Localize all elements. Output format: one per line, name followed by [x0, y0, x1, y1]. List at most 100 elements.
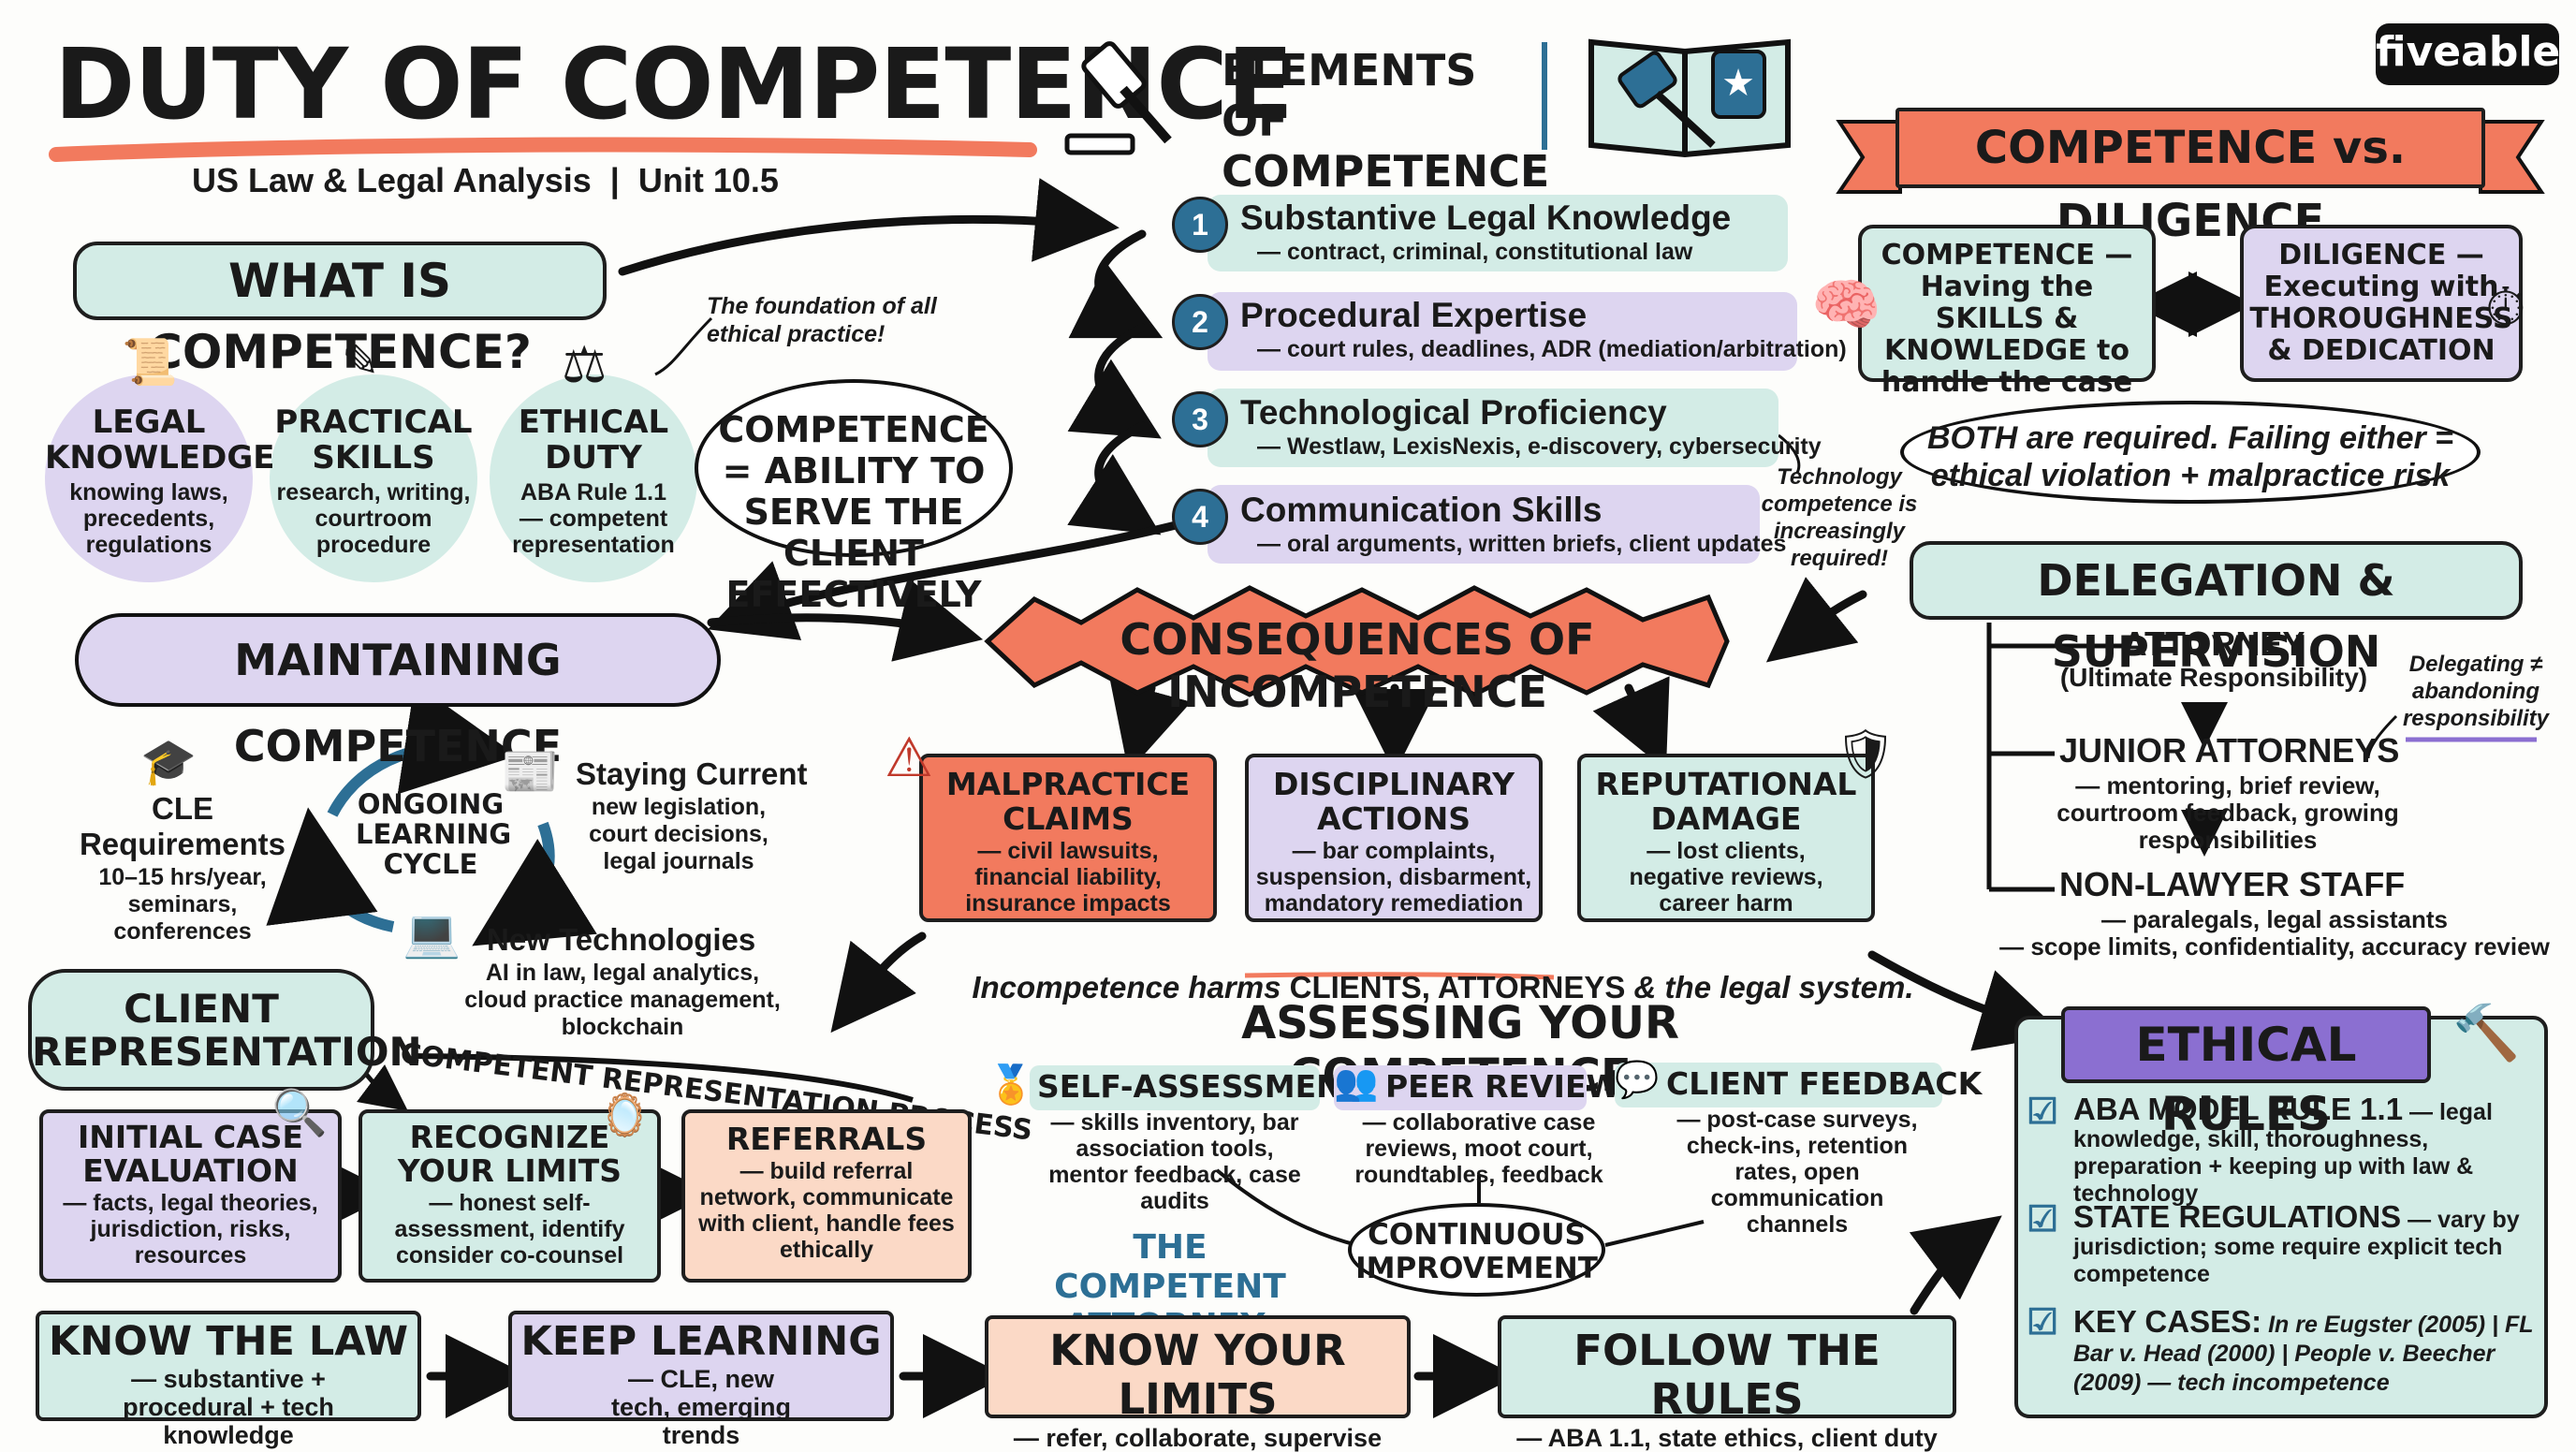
both-required-bubble: BOTH are required. Failing either = ethi… [1900, 401, 2481, 504]
reputational-title: REPUTATIONAL DAMAGE [1595, 766, 1857, 837]
know-your-limits-title: KNOW YOUR LIMITS [1049, 1326, 1346, 1424]
follow-the-rules-desc: — ABA 1.1, state ethics, client duty [1516, 1424, 1938, 1452]
referrals-desc: — build referral network, communicate wi… [698, 1158, 955, 1263]
diligence-card-text: DILIGENCE — Executing with THOROUGHNESS … [2249, 239, 2513, 367]
magnifier-icon: 🔍 [271, 1089, 328, 1138]
keep-learning-box: KEEP LEARNING — CLE, new tech, emerging … [508, 1311, 894, 1449]
follow-the-rules-box: FOLLOW THE RULES — ABA 1.1, state ethics… [1498, 1315, 1956, 1452]
element-4-number: 4 [1172, 489, 1228, 545]
know-the-law-title: KNOW THE LAW [48, 1318, 409, 1365]
elements-header: ELEMENTS OF COMPETENCE [1222, 45, 1550, 197]
cle-desc: 10–15 hrs/year, seminars, conferences [98, 864, 267, 945]
ethical-duty-title: ETHICAL DUTY [518, 403, 669, 477]
comp-vs-dil-banner: COMPETENCE vs. DILIGENCE [1895, 108, 2485, 247]
harm-statement: Incompetence harms CLIENTS, ATTORNEYS & … [955, 934, 1914, 1005]
junior-title: JUNIOR ATTORNEYS [2059, 731, 2400, 770]
new-tech-desc-line1: AI in law, legal analytics, [485, 960, 760, 986]
newspaper-icon: 📰 [501, 745, 560, 798]
competence-definition: COMPETENCE = ABILITY TO SERVE THE CLIENT… [718, 409, 989, 615]
malpractice-desc: — civil lawsuits, financial liability, i… [965, 838, 1171, 917]
self-assessment-tag [1030, 1065, 1320, 1110]
award-badge-icon: 🏅 [988, 1064, 1034, 1106]
laptop-icon: 💻 [402, 907, 461, 960]
staying-current-desc: new legislation, court decisions, legal … [589, 794, 768, 874]
client-feedback-title: CLIENT FEEDBACK [1666, 1065, 1983, 1102]
gavel-icon [1064, 41, 1172, 155]
staff-desc-line2: — scope limits, confidentiality, accurac… [1999, 932, 2550, 961]
element-4-box [1208, 485, 1760, 564]
legal-knowledge-item: LEGAL KNOWLEDGE knowing laws, precedents… [45, 404, 274, 558]
initial-evaluation-title: INITIAL CASE EVALUATION [77, 1119, 304, 1189]
rule2-title: STATE REGULATIONS [2073, 1199, 2402, 1234]
element-2-desc: — court rules, deadlines, ADR (mediation… [1257, 336, 1847, 362]
legal-knowledge-circle [45, 374, 253, 582]
diligence-card: DILIGENCE — Executing with THOROUGHNESS … [2240, 225, 2523, 382]
legal-knowledge-desc: knowing laws, precedents, regulations [69, 479, 228, 558]
continuous-improvement-oval: CONTINUOUS IMPROVEMENT [1348, 1203, 1605, 1297]
purple-gavel-icon: 🔨 [2452, 1003, 2521, 1063]
ethical-duty-desc: ABA Rule 1.1 — competent representation [512, 479, 675, 558]
element-4-title: Communication Skills [1240, 491, 1603, 529]
graduation-cap-icon: 🎓 [140, 738, 197, 787]
brain-icon: 🧠 [1811, 273, 1881, 336]
element-1: Substantive Legal Knowledge — contract, … [1240, 198, 1731, 266]
element-3-title: Technological Proficiency [1240, 393, 1667, 432]
rule1-desc: — legal knowledge, skill, thoroughness, … [2073, 1099, 2493, 1207]
svg-text:★: ★ [1721, 62, 1755, 105]
staff-title: NON-LAWYER STAFF [2059, 865, 2406, 903]
check-icon-1: ☑ [2027, 1093, 2059, 1132]
know-your-limits-desc: — refer, collaborate, supervise [1013, 1424, 1383, 1452]
consequences-burst [984, 585, 1730, 697]
rule3-title: KEY CASES: [2073, 1304, 2262, 1339]
mirror-icon: 🪞 [599, 1093, 651, 1138]
initial-evaluation-desc: — facts, legal theories, jurisdiction, r… [63, 1190, 318, 1269]
ethical-duty-circle [490, 374, 697, 582]
ethical-rules-heading: ETHICAL RULES [2061, 1006, 2431, 1141]
client-feedback-tag [1615, 1063, 1942, 1107]
cle-title: CLE Requirements [79, 791, 286, 861]
harm-mid: CLIENTS, ATTORNEYS [1289, 970, 1626, 1005]
recognize-limits-title: RECOGNIZE YOUR LIMITS [397, 1119, 622, 1189]
element-2-number: 2 [1172, 294, 1228, 350]
tech-competence-note: Technology competence is increasingly re… [1761, 464, 1918, 571]
check-icon-2: ☑ [2027, 1200, 2059, 1239]
delegation-attorney: ATTORNEY (Ultimate Responsibility) [2055, 625, 2373, 693]
scroll-icon: 📜 [122, 338, 178, 388]
rule1-title: ABA MODEL RULE 1.1 [2073, 1092, 2404, 1126]
staff-desc: — paralegals, legal assistants — scope l… [1994, 906, 2555, 961]
client-feedback-desc: — post-case surveys, check-ins, retentio… [1676, 1107, 1918, 1238]
both-required-line1: BOTH are required. Failing either = [1926, 420, 2454, 456]
element-1-desc: — contract, criminal, constitutional law [1257, 239, 1693, 265]
book-icon: ★ [1588, 38, 1791, 158]
disciplinary-title: DISCIPLINARY ACTIONS [1272, 766, 1515, 837]
client-rep-heading: CLIENT REPRESENTATION [28, 969, 422, 1091]
maintaining-heading: MAINTAINING COMPETENCE [75, 613, 721, 771]
element-4-desc: — oral arguments, written briefs, client… [1257, 531, 1787, 557]
warning-icon: ⚠ [885, 727, 933, 788]
element-1-box [1208, 195, 1788, 271]
practical-skills-item: PRACTICAL SKILLS research, writing, cour… [270, 404, 477, 558]
delegation-heading: DELEGATION & SUPERVISION [1910, 541, 2523, 677]
ethical-duty-item: ETHICAL DUTY ABA Rule 1.1 — competent re… [490, 404, 697, 558]
page-title: DUTY OF COMPETENCE [54, 27, 1294, 141]
element-2-box [1208, 292, 1797, 371]
practical-skills-circle [270, 374, 477, 582]
keep-learning-title: KEEP LEARNING [520, 1318, 882, 1365]
competence-card: COMPETENCE — Having the SKILLS & KNOWLED… [1858, 225, 2156, 399]
new-tech-desc: AI in law, legal analytics, cloud practi… [402, 960, 842, 1041]
attorney-subtitle: (Ultimate Responsibility) [2059, 663, 2368, 692]
both-required-line2: ethical violation + malpractice risk [1930, 458, 2451, 493]
element-3-number: 3 [1172, 391, 1228, 447]
check-icon-3: ☑ [2027, 1303, 2059, 1342]
harm-post: & the legal system. [1625, 970, 1914, 1005]
learning-cycle-label: ONGOING LEARNING CYCLE [356, 788, 512, 880]
recognize-limits-desc: — honest self-assessment, identify consi… [394, 1190, 625, 1269]
scales-icon: ⚖ [562, 337, 607, 393]
new-tech-title: New Technologies [487, 922, 756, 957]
malpractice-box: MALPRACTICE CLAIMS — civil lawsuits, fin… [919, 754, 1217, 922]
new-tech-desc-line2: cloud practice management, blockchain [464, 987, 781, 1040]
element-3-desc: — Westlaw, LexisNexis, e-discovery, cybe… [1257, 433, 1822, 460]
element-1-number: 1 [1172, 197, 1228, 253]
ethical-rule-3: KEY CASES: In re Eugster (2005) | FL Bar… [2073, 1304, 2537, 1398]
